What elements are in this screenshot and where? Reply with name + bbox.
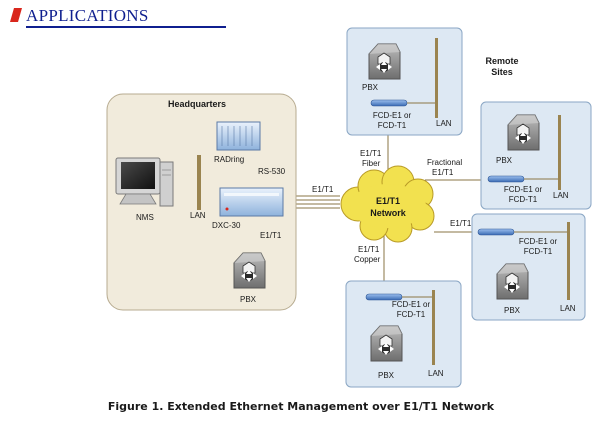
remote-sites-label-2: Sites: [491, 67, 513, 77]
remote-site-top: PBX FCD-E1 or FCD-T1 LAN: [346, 27, 463, 136]
remote-site-bottom: FCD-E1 or FCD-T1 PBX LAN: [345, 280, 462, 388]
top-pbx-icon: [368, 43, 401, 80]
bottom-lan-label: LAN: [428, 369, 444, 378]
figure-caption: Figure 1. Extended Ethernet Management o…: [107, 400, 495, 413]
dxc30-device: [219, 187, 284, 217]
right1-pbx-icon: [507, 114, 540, 151]
bottom-pbx-icon: [370, 325, 403, 362]
section-header: APPLICATIONS: [10, 6, 226, 28]
bottom-pbx-label: PBX: [378, 371, 395, 380]
right1-lan-label: LAN: [553, 191, 569, 200]
nms-workstation: [115, 157, 174, 207]
network-cloud: E1/T1 Network: [340, 165, 435, 243]
right2-lan-bar: [567, 222, 570, 300]
fractional-label-2: E1/T1: [432, 168, 454, 177]
hq-pbx-label: PBX: [240, 295, 257, 304]
east-link-label: E1/T1: [450, 219, 472, 228]
right2-pbx-icon: [496, 263, 529, 300]
bottom-lan-bar: [432, 290, 435, 365]
top-fcd-label-2: FCD-T1: [378, 121, 407, 130]
nms-label: NMS: [136, 213, 154, 222]
right2-lan-label: LAN: [560, 304, 576, 313]
right2-fcd-label-2: FCD-T1: [524, 247, 553, 256]
bottom-fcd-label-1: FCD-E1 or: [392, 300, 431, 309]
network-diagram: Headquarters RADring RS-530 NMS LAN: [106, 27, 592, 388]
right2-fcd-label-1: FCD-E1 or: [519, 237, 558, 246]
remote-site-right-2: FCD-E1 or FCD-T1 PBX LAN: [471, 213, 586, 321]
fractional-label-1: Fractional: [427, 158, 462, 167]
right2-pbx-label: PBX: [504, 306, 521, 315]
top-lan-label: LAN: [436, 119, 452, 128]
radring-device: [216, 121, 261, 151]
right1-modem-icon: [487, 175, 525, 183]
copper-label-2: Copper: [354, 255, 381, 264]
rs530-label: RS-530: [258, 167, 286, 176]
section-title: APPLICATIONS: [26, 6, 149, 25]
right1-fcd-label-2: FCD-T1: [509, 195, 538, 204]
right1-fcd-label-1: FCD-E1 or: [504, 185, 543, 194]
hq-pbx-icon: [233, 252, 266, 289]
top-lan-bar: [435, 38, 438, 118]
cloud-label-2: Network: [370, 208, 407, 218]
hq-e1t1-label: E1/T1: [260, 231, 282, 240]
hq-lan-bar: [197, 155, 201, 210]
cloud-label-1: E1/T1: [376, 196, 400, 206]
top-fcd-label-1: FCD-E1 or: [373, 111, 412, 120]
hq-lan-label: LAN: [190, 211, 206, 220]
copper-label-1: E1/T1: [358, 245, 380, 254]
headquarters-title: Headquarters: [168, 99, 226, 109]
hq-link-label: E1/T1: [312, 185, 334, 194]
top-pbx-label: PBX: [362, 83, 379, 92]
right1-lan-bar: [558, 115, 561, 190]
red-flag-icon: [10, 8, 22, 22]
headquarters-panel: Headquarters RADring RS-530 NMS LAN: [106, 93, 297, 311]
nms-tower-icon: [159, 161, 174, 207]
header-rule: [26, 26, 226, 28]
remote-site-right-1: PBX FCD-E1 or FCD-T1 LAN: [480, 101, 592, 210]
right2-modem-icon: [477, 228, 515, 236]
fiber-label-1: E1/T1: [360, 149, 382, 158]
right1-pbx-label: PBX: [496, 156, 513, 165]
fiber-label-2: Fiber: [362, 159, 381, 168]
dxc30-label: DXC-30: [212, 221, 241, 230]
remote-sites-label-1: Remote: [485, 56, 518, 66]
radring-label: RADring: [214, 155, 244, 164]
top-modem-icon: [370, 99, 408, 107]
bottom-fcd-label-2: FCD-T1: [397, 310, 426, 319]
